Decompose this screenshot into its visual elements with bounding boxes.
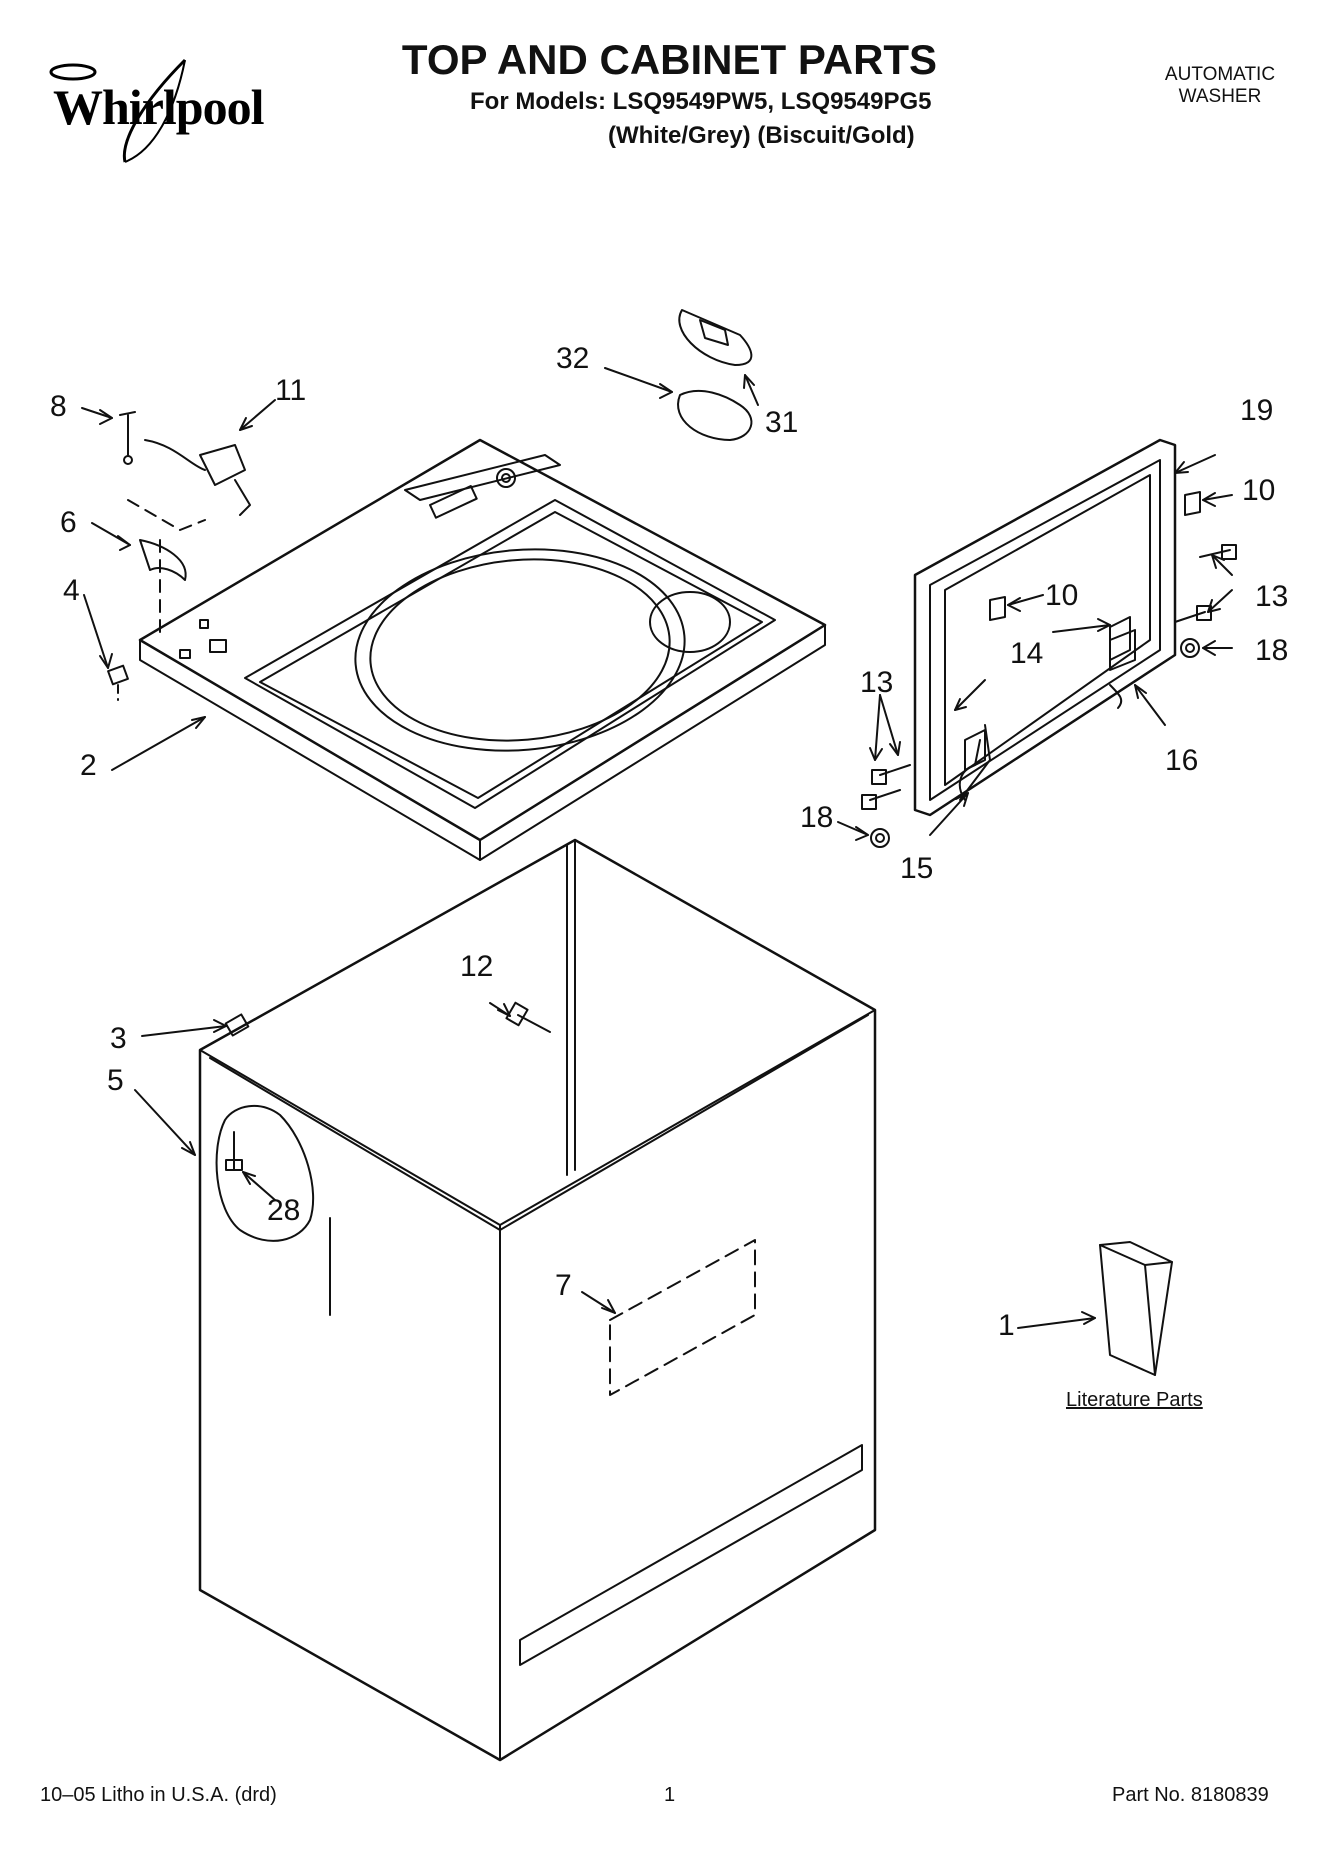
whirlpool-logo: Whirlpool xyxy=(25,40,265,170)
callout-labels: 8 11 6 4 2 3 5 28 12 7 1 32 31 19 10 10 … xyxy=(50,342,1288,1342)
litho-note: 10–05 Litho in U.S.A. (drd) xyxy=(40,1784,277,1806)
callout-4: 4 xyxy=(63,574,80,607)
product-type-line2: WASHER xyxy=(1178,86,1262,107)
cutaway-window xyxy=(215,1104,315,1242)
callout-19: 19 xyxy=(1240,394,1273,427)
callout-32: 32 xyxy=(556,342,589,375)
small-parts xyxy=(107,309,1237,1037)
callout-11: 11 xyxy=(275,374,306,407)
part-number: Part No. 8180839 xyxy=(1112,1784,1269,1806)
brand-name: Whirlpool xyxy=(53,79,264,135)
models-line: For Models: LSQ9549PW5, LSQ9549PG5 xyxy=(470,88,932,115)
callout-18-left: 18 xyxy=(800,801,833,834)
colors-line: (White/Grey) (Biscuit/Gold) xyxy=(608,122,915,149)
callout-13-right: 13 xyxy=(1255,580,1288,613)
callout-6: 6 xyxy=(60,506,77,539)
callout-13-left: 13 xyxy=(860,666,893,699)
callout-28: 28 xyxy=(267,1194,300,1227)
decal-outline xyxy=(609,1239,756,1396)
callout-1: 1 xyxy=(998,1309,1015,1342)
callout-31: 31 xyxy=(765,406,798,439)
leader-arrows xyxy=(81,367,1233,1329)
callout-5: 5 xyxy=(107,1064,124,1097)
page-title: TOP AND CABINET PARTS xyxy=(401,36,938,83)
literature-booklet xyxy=(1099,1241,1173,1376)
literature-parts-label: Literature Parts xyxy=(1066,1389,1203,1411)
callout-12: 12 xyxy=(460,950,493,983)
callout-3: 3 xyxy=(110,1022,127,1055)
callout-2: 2 xyxy=(80,749,97,782)
logo-swoosh-icon xyxy=(49,58,187,163)
cabinet-drawing xyxy=(198,838,877,1762)
callout-7: 7 xyxy=(555,1269,572,1302)
callout-14: 14 xyxy=(1010,637,1043,670)
lid-drawing xyxy=(913,438,1177,817)
top-panel-drawing xyxy=(138,438,827,861)
callout-8: 8 xyxy=(50,390,67,423)
callout-10-lower: 10 xyxy=(1045,579,1078,612)
product-type-line1: AUTOMATIC xyxy=(1164,64,1276,85)
callout-18-right: 18 xyxy=(1255,634,1288,667)
callout-10-upper: 10 xyxy=(1242,474,1275,507)
callout-15: 15 xyxy=(900,852,933,885)
page-number: 1 xyxy=(664,1784,676,1806)
product-type: AUTOMATIC WASHER xyxy=(1150,64,1290,108)
callout-16: 16 xyxy=(1165,744,1198,777)
